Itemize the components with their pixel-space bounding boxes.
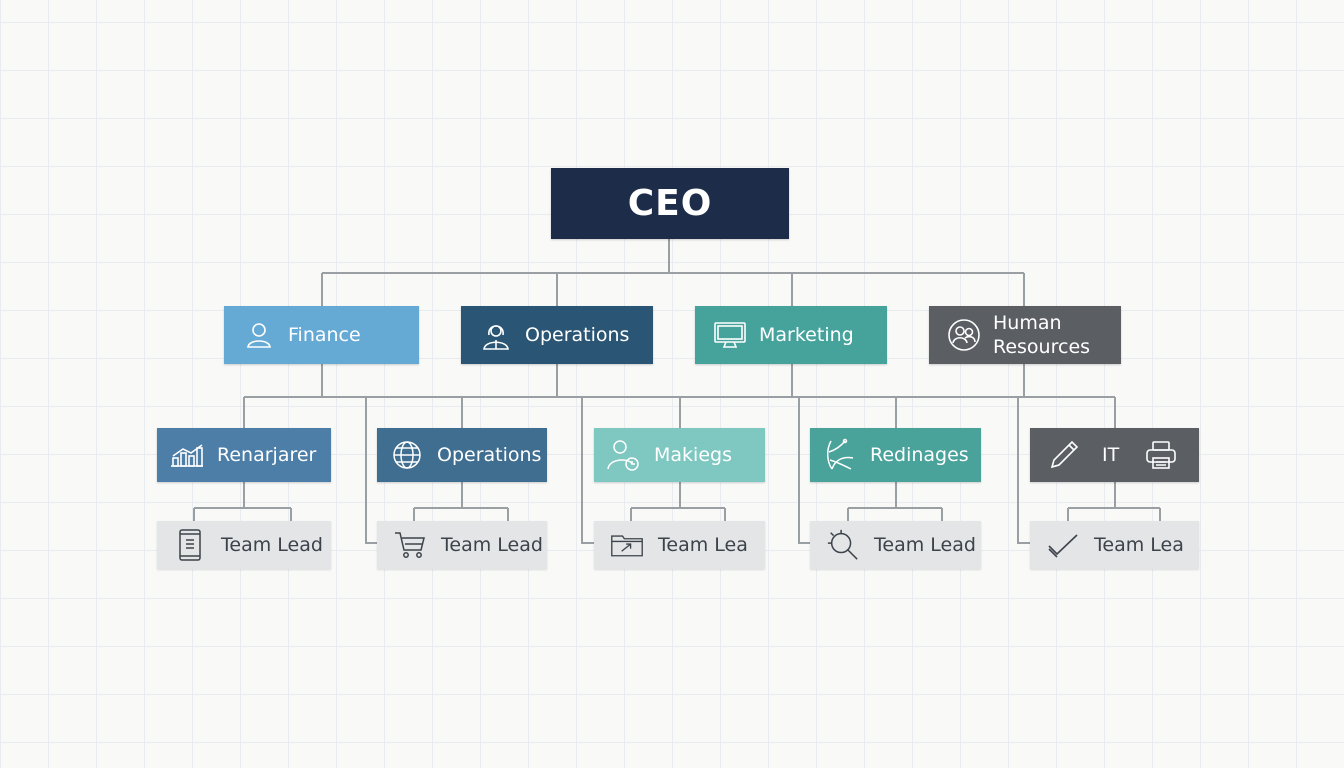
- dept-finance-label: Finance: [288, 324, 361, 346]
- mobile-document-icon: [173, 528, 207, 562]
- dept-marketing[interactable]: Marketing: [695, 306, 887, 364]
- subunit-operations-label: Operations: [437, 444, 542, 466]
- pencil-icon: [1046, 438, 1082, 472]
- ceo-box[interactable]: CEO: [551, 168, 789, 239]
- user-clock-icon: [606, 438, 642, 472]
- subunit-makiegs[interactable]: Makiegs: [594, 428, 765, 482]
- female-user-icon: [479, 319, 513, 351]
- team-lead-3-label: Team Lea: [658, 534, 748, 556]
- subunit-renarjarer-label: Renarjarer: [217, 444, 317, 466]
- globe-icon: [389, 439, 425, 471]
- people-circle-icon: [947, 318, 981, 352]
- printer-icon: [1143, 440, 1179, 470]
- dept-human-resources[interactable]: Human Resources: [929, 306, 1121, 364]
- team-lead-1[interactable]: Team Lead: [157, 521, 331, 569]
- team-lead-5[interactable]: Team Lea: [1030, 521, 1199, 569]
- subunit-makiegs-label: Makiegs: [654, 444, 732, 466]
- team-lead-4-label: Team Lead: [874, 534, 976, 556]
- subunit-operations[interactable]: Operations: [377, 428, 547, 482]
- dept-finance[interactable]: Finance: [224, 306, 419, 364]
- team-lead-3[interactable]: Team Lea: [594, 521, 765, 569]
- team-lead-4[interactable]: Team Lead: [810, 521, 981, 569]
- magnifier-icon: [826, 527, 860, 563]
- team-lead-5-label: Team Lea: [1094, 534, 1184, 556]
- team-lead-2[interactable]: Team Lead: [377, 521, 547, 569]
- subunit-renarjarer[interactable]: Renarjarer: [157, 428, 331, 482]
- dept-operations[interactable]: Operations: [461, 306, 653, 364]
- monitor-icon: [713, 321, 747, 349]
- dept-operations-label: Operations: [525, 324, 630, 346]
- subunit-redinages[interactable]: Redinages: [810, 428, 981, 482]
- dept-human-resources-label: Human Resources: [993, 312, 1091, 358]
- team-lead-2-label: Team Lead: [441, 534, 543, 556]
- folder-chart-icon: [610, 531, 644, 559]
- dept-marketing-label: Marketing: [759, 324, 854, 346]
- subunit-it[interactable]: IT: [1030, 428, 1199, 482]
- user-icon: [242, 320, 276, 350]
- bar-chart-icon: [169, 442, 205, 468]
- checkmark-icon: [1046, 532, 1080, 558]
- ceo-label: CEO: [627, 183, 713, 224]
- shopping-cart-icon: [393, 530, 427, 560]
- team-lead-1-label: Team Lead: [221, 534, 323, 556]
- branch-icon: [822, 438, 858, 472]
- subunit-redinages-label: Redinages: [870, 444, 969, 466]
- subunit-it-label: IT: [1102, 444, 1120, 466]
